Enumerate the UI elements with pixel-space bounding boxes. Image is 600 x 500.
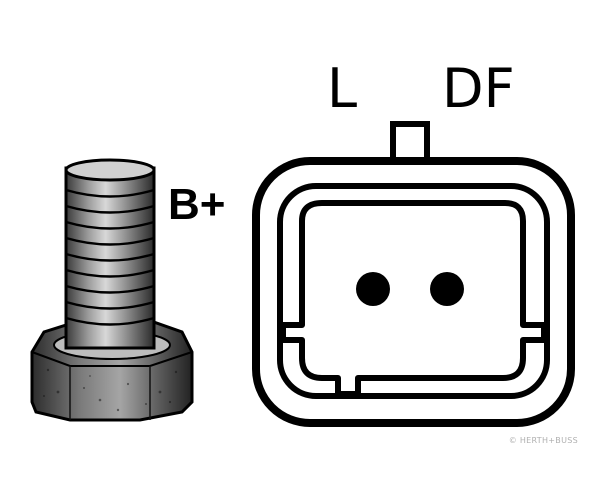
df-pin-label: DF xyxy=(442,57,515,120)
pin-df xyxy=(430,272,464,306)
b-plus-label: B+ xyxy=(168,180,226,229)
herth-buss-watermark: © HERTH+BUSS xyxy=(508,436,578,445)
l-pin-label: L xyxy=(327,57,358,120)
bolt-head-texture xyxy=(43,368,178,412)
pin-l xyxy=(356,272,390,306)
bolt-threads xyxy=(65,188,155,326)
connector-socket-cavity xyxy=(280,200,547,397)
